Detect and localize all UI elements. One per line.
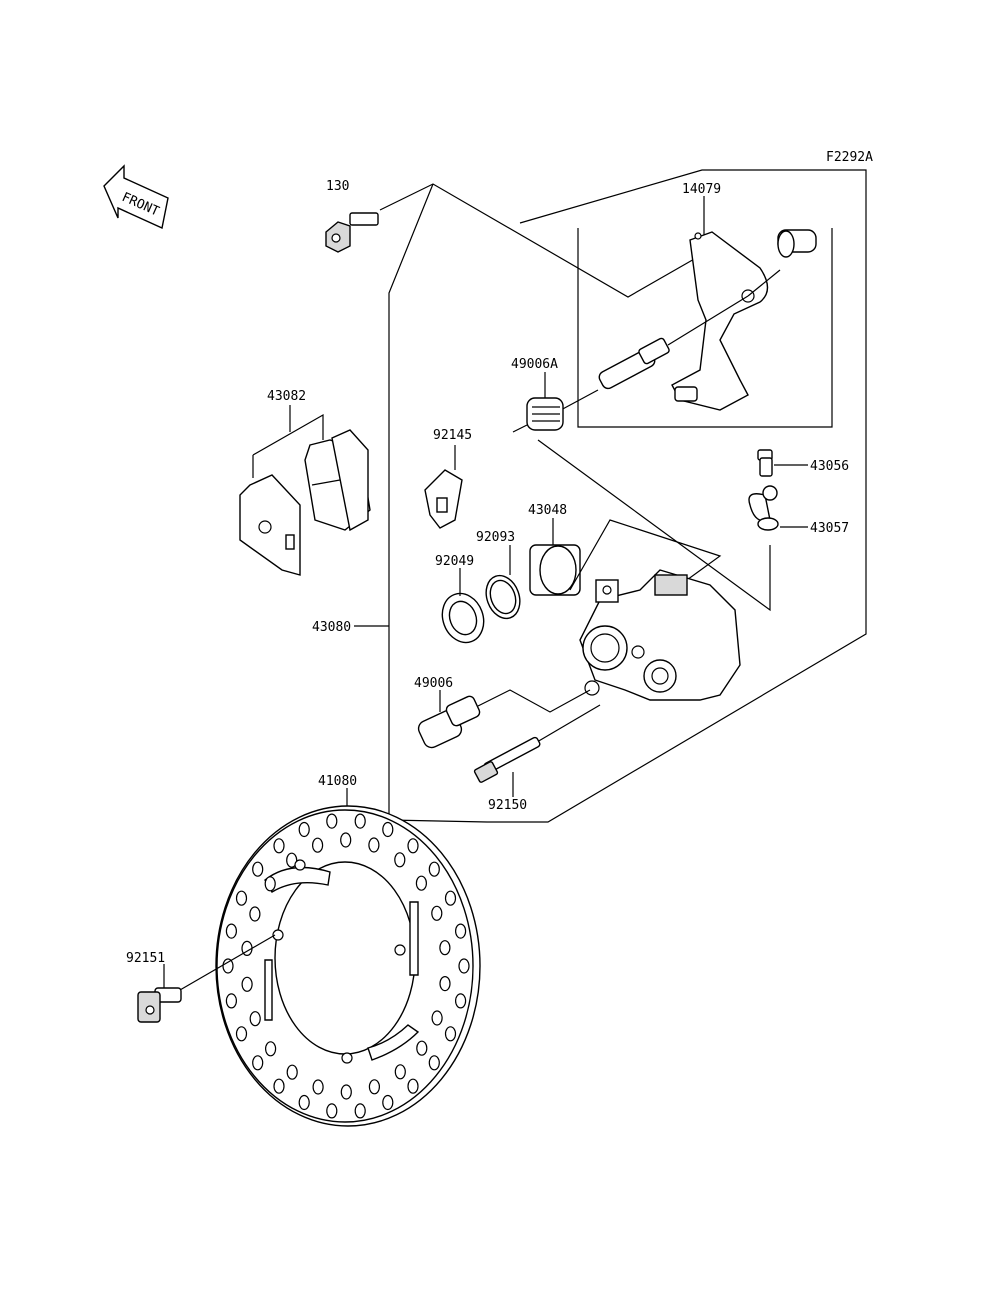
disc-hole: [340, 1084, 352, 1100]
disc-hole: [241, 976, 253, 992]
label-43080: 43080: [312, 620, 351, 635]
disc-hole: [354, 813, 366, 829]
disc-hole: [428, 861, 440, 877]
disc-holes: [222, 813, 470, 1119]
disc-hole: [298, 1094, 310, 1111]
label-49006: 49006: [414, 676, 453, 691]
pin-49006: [417, 689, 591, 749]
label-14079: 14079: [682, 182, 721, 197]
disc-hole: [382, 821, 394, 838]
bolt-92150: [473, 704, 601, 797]
disc-hole: [249, 1011, 261, 1027]
disc-hole: [222, 958, 234, 974]
disc-hole: [225, 993, 237, 1009]
disc-hole: [416, 1040, 428, 1056]
label-92145: 92145: [433, 428, 472, 443]
disc-hole: [444, 890, 457, 906]
caliper-body: [569, 519, 741, 701]
label-41080: 41080: [318, 774, 357, 789]
disc-hole: [312, 837, 324, 853]
disc-hole: [326, 1103, 338, 1119]
disc-hole: [455, 923, 467, 939]
disc-hole: [439, 975, 451, 992]
disc-hole: [235, 1026, 248, 1042]
dust-seal-92049: [441, 568, 485, 644]
label-92049: 92049: [435, 554, 474, 569]
brake-pads-43082: [239, 405, 371, 576]
brake-disc-41080: [215, 788, 481, 1127]
disc-hole: [407, 838, 419, 854]
spring-92145: [424, 445, 463, 529]
label-43056: 43056: [810, 459, 849, 474]
disc-hole: [273, 838, 285, 854]
label-43048: 43048: [528, 503, 567, 518]
label-92093: 92093: [476, 530, 515, 545]
disc-hole: [235, 890, 248, 906]
disc-hole: [286, 1064, 298, 1080]
bolt-130: [325, 212, 379, 253]
disc-hole: [368, 837, 380, 853]
disc-hole: [354, 1103, 366, 1119]
disc-hole: [286, 852, 298, 868]
disc-hole: [428, 1055, 440, 1071]
disc-hole: [439, 940, 451, 956]
label-43057: 43057: [810, 521, 849, 536]
disc-hole: [394, 852, 406, 868]
disc-hole: [312, 1079, 324, 1095]
label-92151: 92151: [126, 951, 165, 966]
disc-hole: [455, 993, 467, 1009]
disc-hole: [431, 905, 443, 921]
assembly-outline: [388, 169, 867, 823]
subassembly-14079-box: [577, 228, 833, 428]
label-49006A: 49006A: [511, 357, 558, 372]
disc-hole: [444, 1026, 457, 1042]
boot-49006A: [526, 372, 564, 431]
cap-43057: [748, 485, 808, 531]
bolt-92151: [137, 934, 276, 1023]
front-arrow-icon: FRONT: [103, 164, 169, 230]
label-130: 130: [326, 179, 349, 194]
disc-hole: [265, 1041, 277, 1057]
disc-hole: [225, 923, 237, 939]
disc-hole: [431, 1010, 443, 1026]
disc-hole: [298, 821, 310, 838]
piston-43048: [529, 518, 581, 596]
label-92150: 92150: [488, 798, 527, 813]
disc-hole: [407, 1078, 419, 1094]
disc-hole: [458, 958, 470, 974]
bracket-14079: [671, 229, 817, 411]
disc-hole: [368, 1079, 380, 1095]
disc-hole: [340, 832, 352, 848]
disc-hole: [415, 875, 427, 891]
disc-hole: [273, 1078, 285, 1094]
disc-hole: [382, 1094, 394, 1111]
disc-hole: [252, 861, 264, 877]
disc-hole: [249, 906, 261, 922]
disc-hole: [394, 1064, 406, 1080]
label-43082: 43082: [267, 389, 306, 404]
bleed-valve-43056: [757, 449, 808, 477]
disc-hole: [326, 813, 338, 829]
disc-hole: [264, 876, 276, 892]
seal-92093: [485, 545, 521, 620]
disc-hole: [252, 1055, 264, 1071]
figure-code: F2292A: [826, 150, 873, 165]
pin-49006A: [558, 295, 749, 412]
